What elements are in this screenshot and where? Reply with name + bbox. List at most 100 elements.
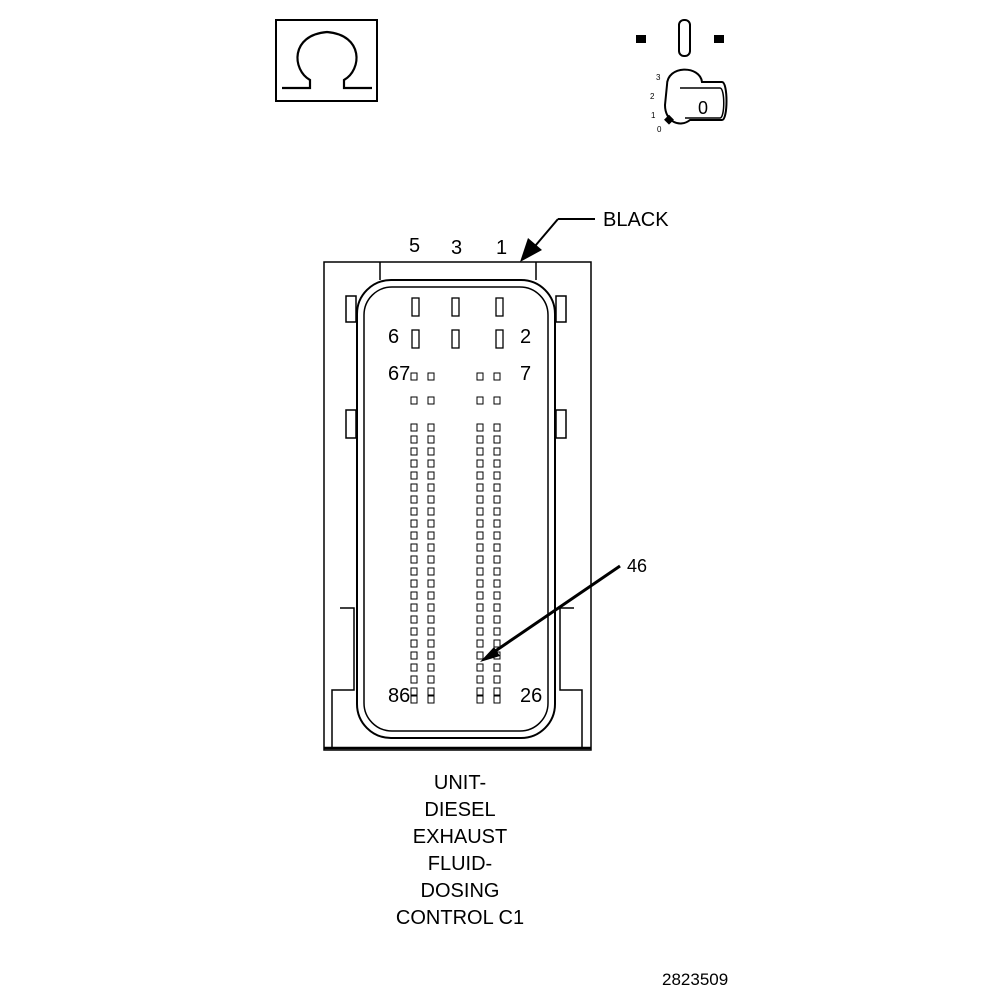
pin-label-3: 3 — [451, 237, 462, 259]
terminal-cavity — [410, 519, 418, 528]
ignition-position-2: 2 — [650, 92, 655, 101]
terminal-cavity — [410, 675, 418, 684]
pin-label-26: 26 — [520, 685, 542, 707]
terminal-cavity — [410, 567, 418, 576]
terminal-cavity — [493, 675, 501, 684]
terminal-cavity — [410, 471, 418, 480]
caption-line: CONTROL C1 — [395, 907, 525, 929]
terminal-cavity — [476, 695, 484, 704]
terminal-cavity — [410, 639, 418, 648]
terminal-cavity — [476, 627, 484, 636]
terminal-cavity — [476, 639, 484, 648]
figure-id: 2823509 — [662, 970, 729, 989]
terminal-cavity — [493, 579, 501, 588]
terminal-cavity — [476, 519, 484, 528]
terminal-cavity — [427, 555, 435, 564]
terminal-slot — [495, 329, 504, 349]
terminal-cavity — [427, 579, 435, 588]
terminal-cavity — [493, 615, 501, 624]
terminal-cavity — [493, 531, 501, 540]
terminal-cavity — [493, 519, 501, 528]
terminal-cavity — [493, 396, 501, 405]
terminal-cavity — [427, 675, 435, 684]
terminal-cavity — [427, 651, 435, 660]
connector-color-label: BLACK — [603, 209, 669, 231]
terminal-cavity — [493, 603, 501, 612]
terminal-cavity — [410, 372, 418, 381]
terminal-cavity — [427, 627, 435, 636]
terminal-cavity — [410, 687, 418, 696]
terminal-cavity — [493, 663, 501, 672]
terminal-cavity — [410, 603, 418, 612]
terminal-cavity — [493, 423, 501, 432]
terminal-slot — [411, 329, 420, 349]
small-terminal-cavities — [410, 372, 501, 704]
terminal-cavity — [476, 591, 484, 600]
terminal-cavity — [427, 396, 435, 405]
terminal-cavity — [410, 651, 418, 660]
terminal-cavity — [410, 423, 418, 432]
ohmmeter-icon — [275, 19, 378, 102]
terminal-cavity — [493, 372, 501, 381]
pin-label-46: 46 — [627, 556, 647, 576]
terminal-cavity — [476, 447, 484, 456]
terminal-cavity — [410, 495, 418, 504]
terminal-cavity — [493, 695, 501, 704]
ignition-key-label: 0 — [698, 98, 708, 118]
terminal-cavity — [493, 435, 501, 444]
terminal-cavity — [410, 579, 418, 588]
terminal-cavity — [427, 507, 435, 516]
terminal-cavity — [476, 495, 484, 504]
terminal-cavity — [476, 459, 484, 468]
terminal-cavity — [410, 663, 418, 672]
connector-housing — [323, 261, 592, 751]
pin-label-7: 7 — [520, 363, 531, 385]
terminal-cavity — [493, 555, 501, 564]
color-callout: BLACK — [520, 209, 669, 262]
terminal-cavity — [476, 555, 484, 564]
terminal-cavity — [427, 423, 435, 432]
terminal-cavity — [493, 627, 501, 636]
terminal-cavity — [476, 543, 484, 552]
terminal-cavity — [427, 471, 435, 480]
terminal-cavity — [410, 396, 418, 405]
terminal-slot — [451, 329, 460, 349]
terminal-cavity — [476, 663, 484, 672]
terminal-cavity — [410, 555, 418, 564]
terminal-cavity — [493, 543, 501, 552]
terminal-cavity — [427, 372, 435, 381]
terminal-cavity — [410, 591, 418, 600]
caption-line: EXHAUST — [412, 826, 508, 848]
terminal-cavity — [493, 495, 501, 504]
pin-label-1: 1 — [496, 237, 507, 259]
terminal-cavity — [427, 591, 435, 600]
terminal-cavity — [427, 447, 435, 456]
terminal-cavity — [476, 396, 484, 405]
terminal-cavity — [427, 615, 435, 624]
pin-label-67: 67 — [388, 363, 410, 385]
connector-caption: UNIT- DIESEL EXHAUST FLUID- DOSING CONTR… — [360, 770, 560, 932]
ignition-position-1: 1 — [651, 111, 656, 120]
ignition-switch-icon: 0 3 2 1 0 — [636, 19, 728, 134]
terminal-cavity — [410, 543, 418, 552]
pin-46-callout: 46 — [480, 556, 647, 662]
ignition-position-3: 3 — [656, 73, 661, 82]
terminal-cavity — [476, 372, 484, 381]
terminal-cavity — [476, 687, 484, 696]
terminal-cavity — [427, 459, 435, 468]
terminal-cavity — [476, 507, 484, 516]
terminal-cavity — [427, 639, 435, 648]
caption-line: UNIT- — [433, 772, 487, 794]
terminal-cavity — [476, 675, 484, 684]
terminal-cavity — [476, 435, 484, 444]
terminal-cavity — [410, 483, 418, 492]
terminal-cavity — [476, 531, 484, 540]
pin-label-5: 5 — [409, 235, 420, 257]
caption-line: FLUID- — [427, 853, 493, 875]
terminal-cavity — [427, 531, 435, 540]
terminal-cavity — [493, 483, 501, 492]
terminal-cavity — [410, 627, 418, 636]
terminal-cavity — [410, 695, 418, 704]
caption-line: DOSING — [420, 880, 500, 902]
